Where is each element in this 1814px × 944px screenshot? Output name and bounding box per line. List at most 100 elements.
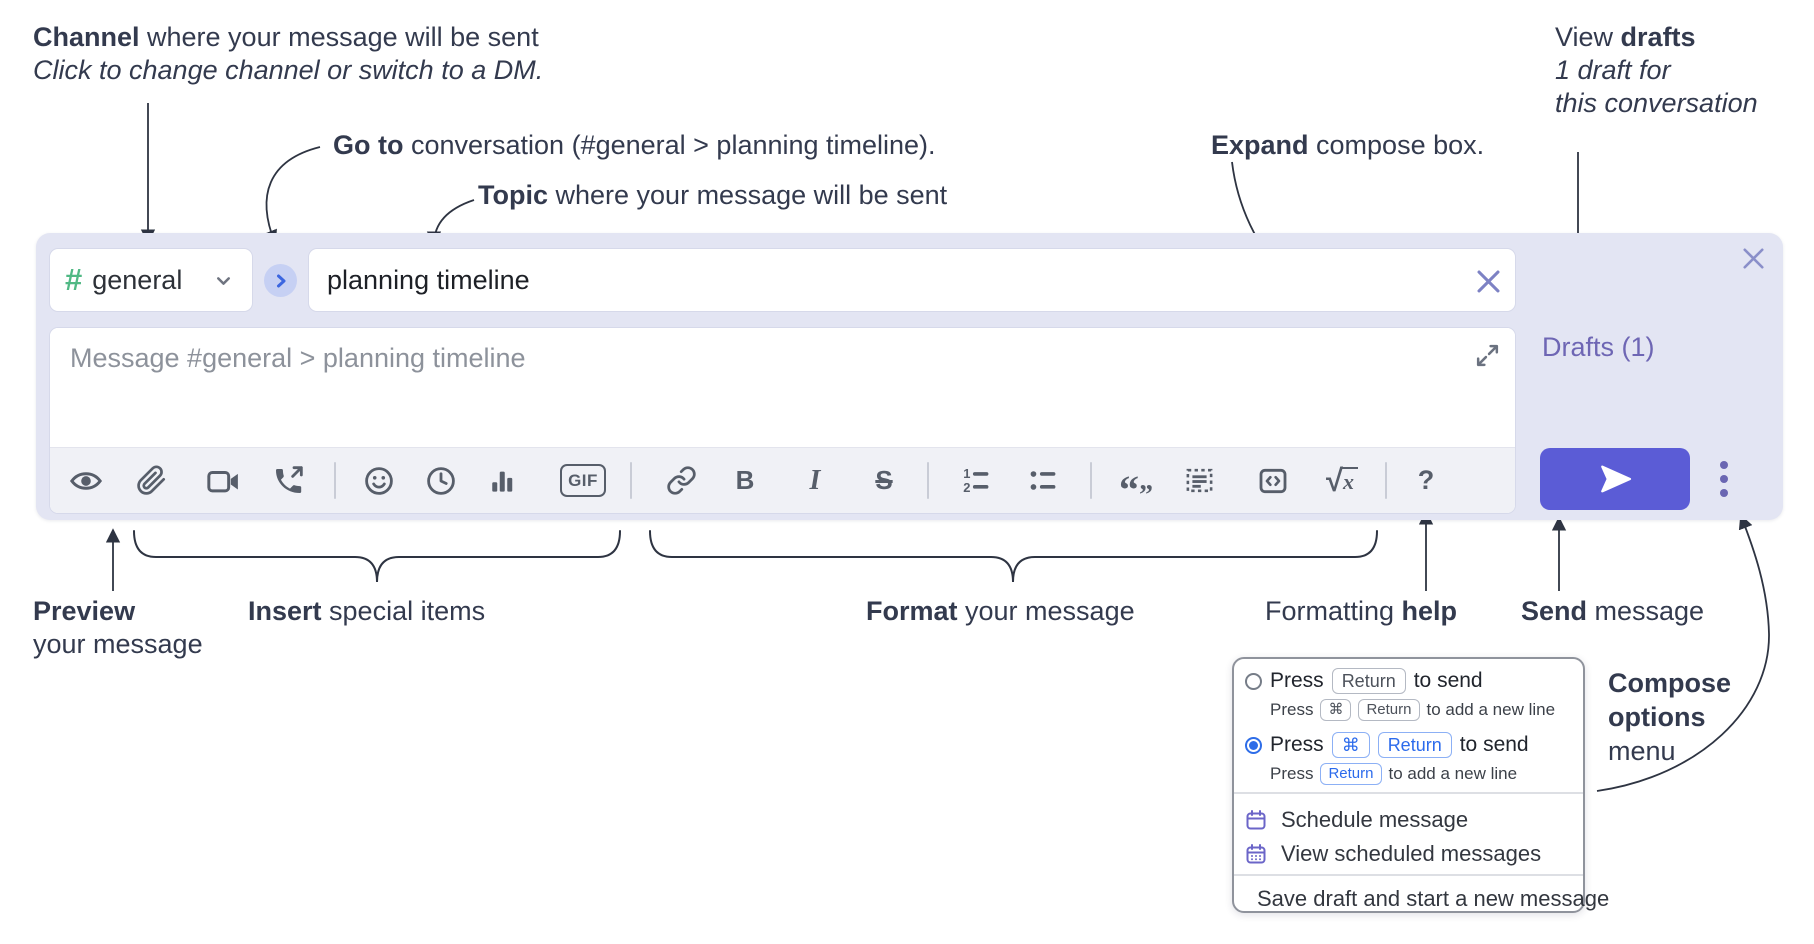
link-button[interactable] bbox=[663, 461, 699, 501]
annotation-goto-rest: conversation (#general > planning timeli… bbox=[403, 130, 936, 160]
option-return-to-send-sub: Press ⌘ Return to add a new line bbox=[1270, 699, 1556, 721]
annotation-preview: Preview your message bbox=[33, 595, 203, 661]
annotation-goto-bold: Go to bbox=[333, 130, 404, 160]
compose-toolbar: GIF B I S 1 bbox=[50, 447, 1515, 513]
annotation-preview-line2: your message bbox=[33, 629, 203, 659]
annotation-formatting-help: Formatting help bbox=[1265, 595, 1457, 628]
attach-file-button[interactable] bbox=[133, 461, 169, 501]
chevron-down-icon bbox=[213, 270, 234, 291]
close-icon bbox=[1476, 269, 1500, 293]
annotation-compose-options-line2: options bbox=[1608, 702, 1706, 732]
annotation-insert-bold: Insert bbox=[248, 596, 322, 626]
toolbar-divider bbox=[1385, 462, 1387, 499]
quote-icon: “ bbox=[1119, 466, 1139, 512]
calendar-icon bbox=[1246, 810, 1266, 830]
annotation-topic: Topic where your message will be sent bbox=[478, 179, 947, 212]
annotation-view-drafts-pre: View bbox=[1555, 22, 1621, 52]
menu-item-schedule-message[interactable]: Schedule message bbox=[1234, 802, 1583, 838]
annotation-insert-rest: special items bbox=[321, 596, 486, 626]
menu-item-save-draft[interactable]: Save draft and start a new message bbox=[1234, 881, 1609, 917]
insert-brace bbox=[133, 530, 621, 583]
paper-plane-icon bbox=[1601, 465, 1632, 493]
poll-button[interactable] bbox=[484, 461, 520, 501]
strikethrough-icon: S bbox=[875, 465, 893, 495]
option-cmd-return-to-send[interactable]: Press ⌘ Return to send bbox=[1270, 732, 1529, 758]
numbered-list-button[interactable]: 1 2 bbox=[957, 461, 993, 501]
annotation-channel-rest: where your message will be sent bbox=[139, 22, 539, 52]
menu-divider bbox=[1234, 874, 1583, 876]
chevron-right-icon bbox=[276, 274, 285, 287]
annotation-compose-options-line1: Compose bbox=[1608, 668, 1732, 698]
video-camera-icon bbox=[207, 470, 238, 492]
italic-icon: I bbox=[809, 464, 821, 496]
italic-button[interactable]: I bbox=[797, 461, 833, 501]
gif-icon: GIF bbox=[560, 464, 606, 497]
drafts-link[interactable]: Drafts (1) bbox=[1542, 332, 1655, 362]
annotation-topic-rest: where your message will be sent bbox=[548, 180, 948, 210]
compose-options-button[interactable] bbox=[1706, 456, 1742, 502]
question-mark-icon: ? bbox=[1417, 465, 1435, 495]
close-compose-button[interactable] bbox=[1739, 244, 1767, 272]
annotation-format-bold: Format bbox=[866, 596, 958, 626]
spoiler-icon bbox=[1186, 468, 1212, 493]
annotation-formatting-help-bold: help bbox=[1401, 596, 1458, 626]
annotation-send-rest: message bbox=[1587, 596, 1705, 626]
emoji-button[interactable] bbox=[361, 461, 397, 501]
radio-return-to-send[interactable] bbox=[1245, 673, 1262, 690]
annotation-channel: Channel where your message will be sent … bbox=[33, 21, 543, 87]
annotation-insert: Insert special items bbox=[248, 595, 485, 628]
annotation-formatting-help-pre: Formatting bbox=[1265, 596, 1402, 626]
goto-pointer-line bbox=[263, 146, 321, 245]
annotation-view-drafts-bold: drafts bbox=[1620, 22, 1696, 52]
format-brace bbox=[649, 530, 1378, 583]
send-button[interactable] bbox=[1540, 448, 1690, 510]
expand-compose-button[interactable] bbox=[1474, 342, 1502, 370]
annotation-view-drafts-line3: this conversation bbox=[1555, 88, 1758, 118]
annotation-topic-bold: Topic bbox=[478, 180, 548, 210]
topic-input[interactable] bbox=[309, 249, 1515, 311]
math-button[interactable]: √x bbox=[1316, 461, 1368, 501]
math-icon: √ bbox=[1325, 462, 1343, 498]
code-icon bbox=[1259, 468, 1287, 493]
annotation-expand: Expand compose box. bbox=[1211, 129, 1484, 162]
annotation-compose-options-line3: menu bbox=[1608, 736, 1676, 766]
numbered-list-icon: 1 2 bbox=[963, 466, 988, 495]
annotation-send-bold: Send bbox=[1521, 596, 1588, 626]
toolbar-divider bbox=[1090, 462, 1092, 499]
smiley-icon bbox=[365, 466, 393, 495]
bold-button[interactable]: B bbox=[727, 461, 763, 501]
message-area: GIF B I S 1 bbox=[49, 327, 1516, 514]
annotation-view-drafts-line1: View drafts bbox=[1555, 21, 1758, 54]
annotation-view-drafts-line2: 1 draft for bbox=[1555, 55, 1671, 85]
ellipsis-icon bbox=[1720, 461, 1728, 469]
link-icon bbox=[666, 466, 696, 495]
preview-button[interactable] bbox=[68, 461, 104, 501]
option-return-to-send[interactable]: Press Return to send bbox=[1270, 668, 1483, 694]
global-time-button[interactable] bbox=[423, 461, 459, 501]
clear-topic-button[interactable] bbox=[1473, 266, 1503, 296]
strikethrough-button[interactable]: S bbox=[866, 461, 902, 501]
close-icon bbox=[1742, 247, 1764, 269]
menu-item-view-scheduled-messages[interactable]: View scheduled messages bbox=[1234, 836, 1583, 872]
cmd-keycap: ⌘ bbox=[1331, 732, 1370, 758]
compose-options-menu: Press Return to send Press ⌘ Return to a… bbox=[1232, 657, 1609, 913]
annotation-send: Send message bbox=[1521, 595, 1704, 628]
audio-call-button[interactable] bbox=[270, 461, 306, 501]
toolbar-divider bbox=[927, 462, 929, 499]
formatting-help-button[interactable]: ? bbox=[1408, 461, 1444, 501]
message-input[interactable] bbox=[50, 328, 1515, 447]
menu-divider bbox=[1234, 792, 1583, 794]
bulleted-list-button[interactable] bbox=[1024, 461, 1060, 501]
video-call-button[interactable] bbox=[205, 461, 241, 501]
channel-selector[interactable]: # general bbox=[49, 248, 253, 312]
gif-button[interactable]: GIF bbox=[560, 461, 606, 501]
spoiler-button[interactable] bbox=[1181, 461, 1217, 501]
go-to-conversation-button[interactable] bbox=[264, 264, 297, 297]
annotation-preview-bold: Preview bbox=[33, 596, 136, 626]
quote-button[interactable]: “” bbox=[1119, 466, 1153, 512]
radio-cmd-return-to-send[interactable] bbox=[1245, 737, 1262, 754]
bar-chart-icon bbox=[492, 471, 513, 492]
code-button[interactable] bbox=[1255, 461, 1291, 501]
svg-text:1: 1 bbox=[963, 466, 970, 481]
return-keycap: Return bbox=[1358, 699, 1420, 721]
